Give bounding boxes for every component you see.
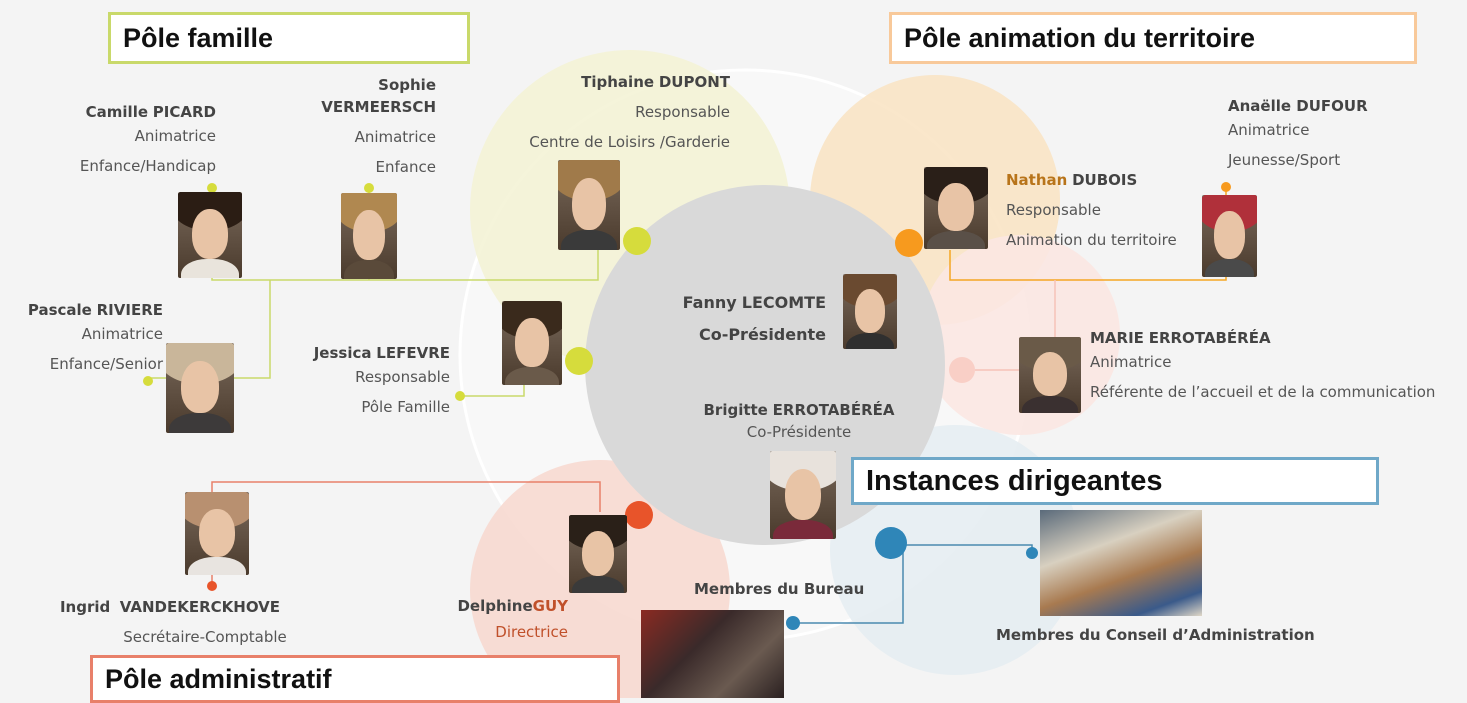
role: Animatrice [134,127,216,145]
pole-administratif-title: Pôle administratif [90,655,620,703]
last-name: LECOMTE [741,293,826,312]
person-pascale-riviere: Pascale RIVIERE Animatrice Enfance/Senio… [0,295,163,379]
last-name: ERROTABÉRÉA [772,401,895,419]
photo-pascale-riviere [166,343,234,433]
photo-nathan-dubois [924,167,988,249]
last-name: DUPONT [658,73,730,91]
last-name: ERROTABÉRÉA [1148,329,1271,347]
instances-dot [1026,547,1038,559]
detail: Enfance/Senior [49,355,163,373]
person-marie-errotaberea: MARIE ERROTABÉRÉA Animatrice Référente d… [1090,323,1465,407]
pole-animation-title: Pôle animation du territoire [889,12,1417,64]
last-name: VERMEERSCH [321,98,436,116]
photo-camille-picard [178,192,242,278]
role: Responsable [1006,201,1101,219]
role: Animatrice [1228,121,1310,139]
famille-node [623,227,651,255]
role: Animatrice [1090,353,1172,371]
first-name: Anaëlle [1228,97,1292,115]
famille-dot [364,183,374,193]
pole-famille-title: Pôle famille [108,12,470,64]
group-bureau-label: Membres du Bureau [694,580,865,598]
person-nathan-dubois: Nathan DUBOIS Responsable Animation du t… [1006,165,1206,255]
first-name: Ingrid [59,598,111,616]
photo-jessica-lefevre [502,301,562,385]
detail: Référente de l’accueil et de la communic… [1090,383,1436,401]
first-name: Camille [85,103,149,121]
photo-marie-errotaberea [1019,337,1081,413]
photo-fanny-lecomte [843,274,897,349]
last-name: LEFEVRE [376,344,450,362]
detail: Centre de Loisirs /Garderie [529,133,730,151]
animation-node [895,229,923,257]
last-name: GUY [532,597,568,615]
famille-dot [207,183,217,193]
role: Animatrice [354,128,436,146]
detail: Pôle Famille [361,398,450,416]
detail: Jeunesse/Sport [1228,151,1341,169]
person-sophie-vermeersch: Sophie VERMEERSCH Animatrice Enfance [280,70,436,182]
administratif-node [625,501,653,529]
last-name: PICARD [152,103,216,121]
last-name: VANDEKERCKHOVE [119,598,281,616]
first-name: Nathan [1006,171,1068,189]
person-brigitte-errotaberea: Brigitte ERROTABÉRÉA Co-Présidente [688,397,910,445]
person-delphine-guy: DelphineGUY Directrice [400,593,568,645]
person-camille-picard: Camille PICARD Animatrice Enfance/Handic… [40,97,216,181]
detail: Animation du territoire [1006,231,1177,249]
last-name: DUBOIS [1072,171,1138,189]
photo-bureau-group [641,610,784,698]
communication-node [949,357,975,383]
role: Animatrice [81,325,163,343]
famille-node-2 [565,347,593,375]
role: Responsable [635,103,730,121]
person-jessica-lefevre: Jessica LEFEVRE Responsable Pôle Famille [280,338,450,422]
instances-dot [786,616,800,630]
photo-anaelle-dufour [1202,195,1257,277]
famille-dot [143,376,153,386]
person-fanny-lecomte: Fanny LECOMTE Co-Présidente [640,287,826,351]
photo-delphine-guy [569,515,627,593]
last-name: DUFOUR [1296,97,1368,115]
photo-conseil-group [1040,510,1202,616]
group-conseil-label: Membres du Conseil d’Administration [996,626,1315,644]
pole-instances-title: Instances dirigeantes [851,457,1379,505]
first-name: Jessica [313,344,372,362]
administratif-dot [207,581,217,591]
role: Co-Présidente [746,423,852,441]
photo-sophie-vermeersch [341,193,397,279]
role: Co-Présidente [698,325,826,344]
photo-brigitte-errotaberea [770,451,836,539]
communication-connector [975,280,1056,371]
photo-tiphaine-dupont [558,160,620,250]
person-ingrid-vandekerckhove: Ingrid VANDEKERCKHOVE Secrétaire-Comptab… [20,592,320,652]
first-name: Sophie [378,76,436,94]
last-name: RIVIERE [96,301,163,319]
animation-dot [1221,182,1231,192]
person-anaelle-dufour: Anaëlle DUFOUR Animatrice Jeunesse/Sport [1228,91,1428,175]
famille-dot [455,391,465,401]
first-name: Brigitte [703,401,768,419]
detail: Enfance/Handicap [79,157,216,175]
first-name: Pascale [27,301,92,319]
role: Responsable [355,368,450,386]
person-tiphaine-dupont: Tiphaine DUPONT Responsable Centre de Lo… [480,67,730,157]
role: Secrétaire-Comptable [123,628,287,646]
first-name: Fanny [682,293,737,312]
first-name: MARIE [1090,329,1144,347]
first-name: Delphine [457,597,533,615]
role: Directrice [495,623,568,641]
photo-ingrid-vandekerckhove [185,492,249,575]
detail: Enfance [375,158,436,176]
first-name: Tiphaine [581,73,655,91]
instances-node [875,527,907,559]
name: Anaëlle DUFOUR [1228,91,1428,121]
